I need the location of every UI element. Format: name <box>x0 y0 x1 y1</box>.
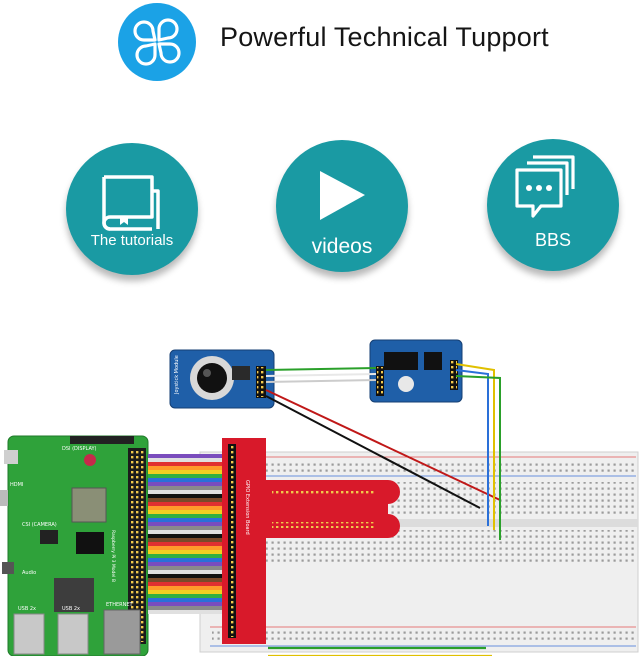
pi-hdmi-label: HDMI <box>10 482 23 488</box>
ribbon-cable <box>148 454 228 614</box>
pi-audio-label: Audio <box>22 570 36 576</box>
extension-board-label: GPIO Extension Board <box>244 480 250 535</box>
tutorials-button[interactable]: The tutorials <box>66 143 198 275</box>
joystick-label: Joystick Module <box>174 355 180 395</box>
pi-usb-b-label: USB 2x <box>62 606 80 612</box>
gpio-extension-board: GPIO Extension Board <box>222 438 400 644</box>
joystick-module: Joystick Module <box>169 349 275 409</box>
chat-icon <box>515 155 575 218</box>
videos-label: videos <box>311 235 373 258</box>
pi-camera-label: CSI (CAMERA) <box>22 522 57 528</box>
play-icon <box>320 171 365 220</box>
pi-usb-a-label: USB 2x <box>18 606 36 612</box>
videos-button[interactable]: videos <box>276 140 408 272</box>
adc-module <box>369 339 463 403</box>
wiring-diagram: Audio CSI (CAMERA) DSI (DISPLAY) HDMI US… <box>0 330 640 661</box>
pi-model-label: Raspberry Pi 3 Model B <box>110 530 116 582</box>
bbs-button[interactable]: BBS <box>487 139 619 271</box>
book-icon <box>102 175 160 231</box>
tutorials-label: The tutorials <box>90 232 174 249</box>
raspberry-pi-board: Audio CSI (CAMERA) DSI (DISPLAY) HDMI US… <box>0 435 149 657</box>
bbs-label: BBS <box>534 230 572 250</box>
page-title: Powerful Technical Tupport <box>220 22 549 52</box>
clover-icon <box>133 18 181 66</box>
pi-ethernet-label: ETHERNET <box>106 602 134 608</box>
jumper-wires <box>265 363 501 540</box>
pi-display-label: DSI (DISPLAY) <box>62 446 97 452</box>
support-logo-badge <box>118 3 196 81</box>
